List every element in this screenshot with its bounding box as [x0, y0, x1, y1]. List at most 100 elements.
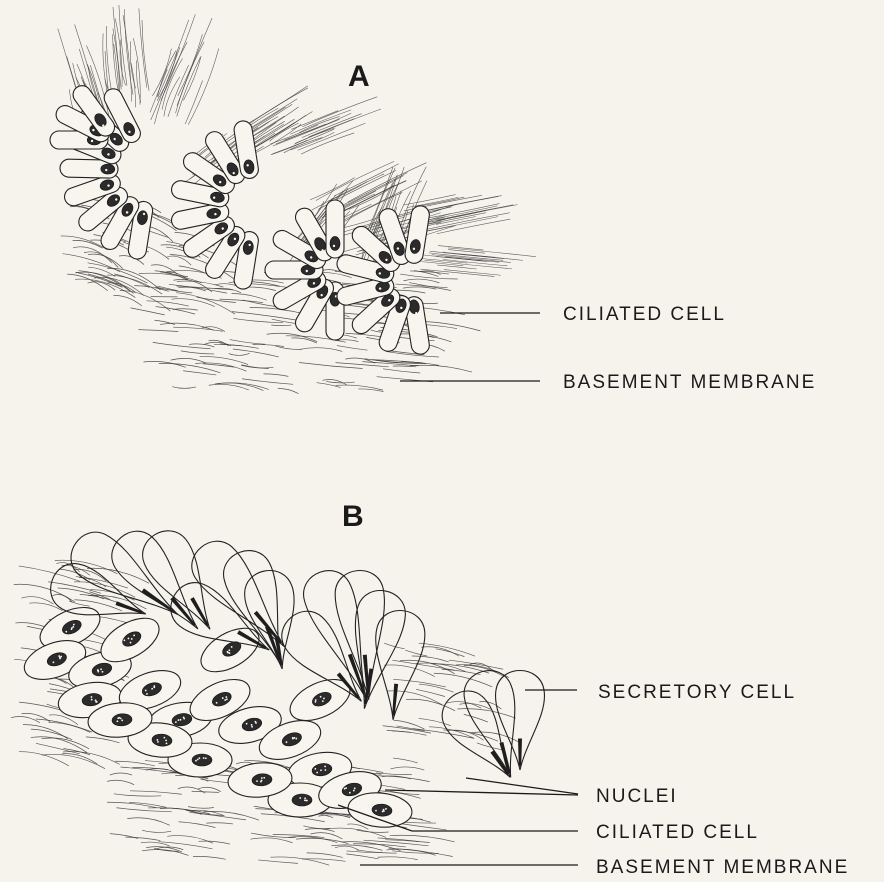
- connective-fiber: [19, 566, 80, 581]
- connective-fiber: [386, 352, 439, 357]
- connective-fiber: [142, 830, 171, 832]
- connective-fiber: [436, 649, 465, 657]
- connective-fiber: [195, 363, 246, 371]
- connective-fiber: [416, 663, 466, 672]
- label-secretory-cell: SECRETORY CELL: [598, 682, 796, 703]
- nucleus-chromatin: [197, 759, 199, 761]
- panel-a: A CILIATED CELL BASEMENT MEMBRANE: [50, 5, 816, 394]
- connective-fiber: [275, 346, 302, 349]
- connective-fiber: [36, 719, 92, 732]
- connective-fiber: [264, 374, 289, 376]
- connective-fiber: [206, 823, 233, 824]
- connective-fiber: [188, 807, 214, 809]
- connective-fiber: [209, 384, 249, 390]
- connective-fiber: [346, 854, 378, 859]
- nucleus-chromatin: [205, 757, 207, 759]
- connective-fiber: [171, 358, 207, 363]
- connective-fiber: [383, 369, 420, 373]
- connective-fiber: [325, 828, 386, 837]
- cilium: [290, 132, 334, 150]
- connective-fiber: [19, 752, 69, 766]
- secretory-cell: [241, 567, 306, 673]
- connective-fiber: [378, 857, 418, 860]
- panel-b: B SECRETORY CELL NUCLEI CILIATED CELL BA…: [11, 500, 849, 878]
- cilium: [290, 110, 351, 134]
- connective-fiber: [131, 308, 165, 315]
- goblet-outline: [433, 682, 530, 792]
- connective-fiber: [69, 601, 90, 606]
- goblet-neck: [115, 601, 143, 614]
- connective-fiber: [193, 856, 226, 859]
- cilium: [185, 80, 202, 124]
- cilium: [448, 248, 536, 257]
- connective-fiber: [148, 808, 210, 814]
- connective-fiber: [229, 353, 250, 355]
- panel-a-letter: A: [348, 60, 370, 93]
- cilium: [437, 265, 476, 269]
- connective-fiber: [405, 650, 427, 656]
- nucleus: [330, 236, 340, 250]
- connective-fiber: [242, 379, 293, 385]
- nucleus-chromatin: [195, 760, 197, 762]
- connective-fiber: [434, 673, 492, 687]
- connective-fiber: [403, 287, 436, 289]
- nucleus-chromatin: [306, 270, 308, 272]
- cilium: [120, 40, 126, 86]
- columnar-cell: [326, 200, 344, 258]
- connective-fiber: [209, 340, 229, 346]
- nucleus-chromatin: [203, 757, 205, 759]
- label-nuclei: NUCLEI: [596, 786, 678, 807]
- cilium: [448, 250, 485, 254]
- connective-fiber: [419, 643, 475, 656]
- cilium: [298, 123, 366, 150]
- connective-fiber: [114, 794, 161, 796]
- connective-fiber: [156, 307, 195, 315]
- connective-fiber: [421, 647, 459, 656]
- connective-fiber: [400, 274, 457, 279]
- label-ciliated-cell-a: CILIATED CELL: [563, 304, 726, 325]
- cilium: [432, 255, 511, 263]
- connective-fiber: [305, 829, 335, 832]
- connective-fiber: [291, 338, 317, 343]
- cilium: [124, 9, 133, 94]
- connective-fiber: [107, 802, 156, 807]
- connective-fiber: [384, 665, 434, 677]
- connective-fiber: [181, 351, 214, 354]
- connective-fiber: [299, 363, 363, 369]
- cilium: [419, 197, 465, 206]
- nucleus-chromatin: [304, 799, 306, 801]
- connective-fiber: [110, 834, 138, 839]
- connective-fiber: [335, 363, 388, 367]
- connective-fiber: [390, 835, 455, 842]
- connective-fiber: [353, 844, 406, 847]
- connective-fiber: [172, 387, 196, 389]
- connective-fiber: [376, 773, 412, 775]
- connective-fiber: [335, 846, 359, 850]
- cilium: [130, 41, 135, 88]
- cilium: [157, 51, 175, 97]
- connective-fiber: [183, 371, 216, 375]
- nucleus-chromatin: [299, 797, 301, 799]
- connective-fiber: [129, 802, 166, 807]
- connective-fiber: [189, 344, 214, 347]
- nucleus-chromatin: [91, 140, 93, 142]
- connective-fiber: [232, 294, 267, 301]
- connective-fiber: [220, 299, 263, 303]
- connective-fiber: [404, 279, 440, 283]
- connective-fiber: [199, 841, 230, 844]
- goblet-neck: [391, 684, 398, 716]
- cilium: [438, 246, 483, 251]
- connective-fiber: [397, 290, 425, 293]
- connective-fiber: [173, 327, 223, 331]
- connective-fiber: [392, 731, 427, 735]
- connective-fiber: [393, 679, 446, 687]
- connective-fiber: [61, 236, 107, 250]
- nucleus-chromatin: [333, 245, 335, 247]
- connective-fiber: [203, 811, 258, 820]
- cilium: [420, 269, 494, 276]
- nucleus: [101, 164, 115, 174]
- connective-fiber: [252, 345, 283, 347]
- leader-nuclei-1: [466, 778, 578, 794]
- connective-fiber: [296, 838, 348, 843]
